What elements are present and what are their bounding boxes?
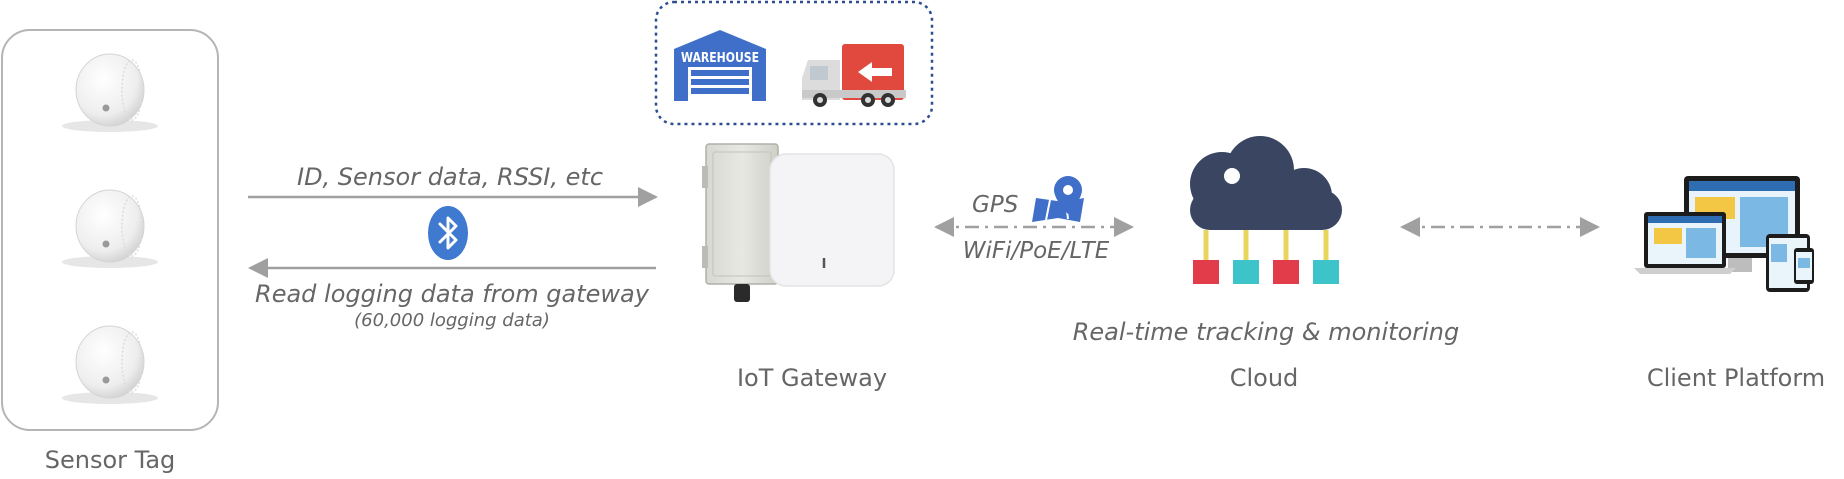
cloud-node: Real-time tracking & monitoring Cloud <box>1073 136 1460 392</box>
sensor-tag-list <box>62 53 158 404</box>
warehouse-sign: WAREHOUSE <box>681 51 759 66</box>
bluetooth-icon <box>428 206 468 260</box>
network-label: WiFi/PoE/LTE <box>963 238 1110 264</box>
sensor-tag-label: Sensor Tag <box>45 446 176 474</box>
logistics-dotted-frame <box>654 0 934 126</box>
sensor-tag-device <box>62 189 158 268</box>
downlink-label: Read logging data from gateway <box>255 280 650 308</box>
client-platform-label: Client Platform <box>1647 364 1825 392</box>
gateway-unit <box>769 153 895 287</box>
gps-label: GPS <box>972 192 1018 218</box>
sensor-tag-device <box>62 325 158 404</box>
cloud-caption: Real-time tracking & monitoring <box>1073 318 1460 346</box>
logistics-context-box: WAREHOUSE <box>654 0 934 126</box>
warehouse-icon: WAREHOUSE <box>674 30 766 101</box>
bluetooth-link: ID, Sensor data, RSSI, etc Read logging … <box>248 163 658 331</box>
client-platform: Client Platform <box>1634 176 1825 392</box>
iot-gateway: IoT Gateway <box>702 143 895 392</box>
cloud-icon <box>1190 136 1342 284</box>
gateway-cloud-link: GPS WiFi/PoE/LTE <box>934 176 1134 264</box>
cloud-label: Cloud <box>1230 364 1299 392</box>
map-pin-icon <box>1032 176 1084 222</box>
devices-icon <box>1634 176 1814 292</box>
sensor-tag-group: Sensor Tag <box>1 29 219 474</box>
iot-gateway-label: IoT Gateway <box>737 364 887 392</box>
truck-icon <box>802 44 906 107</box>
downlink-note: (60,000 logging data) <box>354 310 550 331</box>
sensor-tag-device <box>62 53 158 132</box>
uplink-label: ID, Sensor data, RSSI, etc <box>297 163 603 191</box>
